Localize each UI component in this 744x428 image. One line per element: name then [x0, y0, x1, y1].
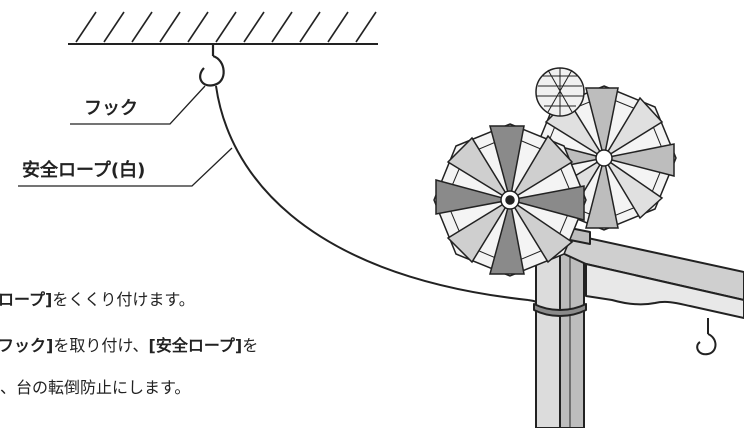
- instruction-line-1-bold: ロープ]: [0, 290, 53, 309]
- safety-rope-label: 安全ロープ(白): [22, 160, 146, 181]
- top-ornament: [535, 67, 585, 117]
- instruction-line-3-rest: 台の転倒防止にします。: [16, 378, 191, 397]
- pinwheel-front: [433, 123, 587, 277]
- ceiling: [68, 11, 378, 45]
- hook-label: フック: [84, 98, 138, 119]
- leader-lines: [18, 85, 233, 187]
- instruction-line-1: ロープ]をくくり付けます。: [0, 292, 195, 308]
- instruction-line-2: フック]を取り付け、[安全ロープ]を: [0, 338, 258, 354]
- stand-pole: [533, 235, 587, 428]
- instruction-line-2-rest2: を: [242, 336, 259, 355]
- instruction-line-3-pre: 、: [0, 378, 17, 397]
- safety-rope: [215, 85, 529, 301]
- instruction-line-2-bold: フック]: [0, 336, 54, 355]
- stand-arm: [559, 225, 744, 319]
- arm-hook: [696, 318, 717, 356]
- instruction-line-2-bold2: [安全ロープ]: [148, 336, 243, 355]
- instruction-line-3: 、台の転倒防止にします。: [0, 380, 190, 396]
- instruction-line-2-rest: を取り付け、: [53, 336, 149, 355]
- instruction-line-1-rest: をくくり付けます。: [52, 290, 195, 309]
- ceiling-hook: [199, 45, 225, 87]
